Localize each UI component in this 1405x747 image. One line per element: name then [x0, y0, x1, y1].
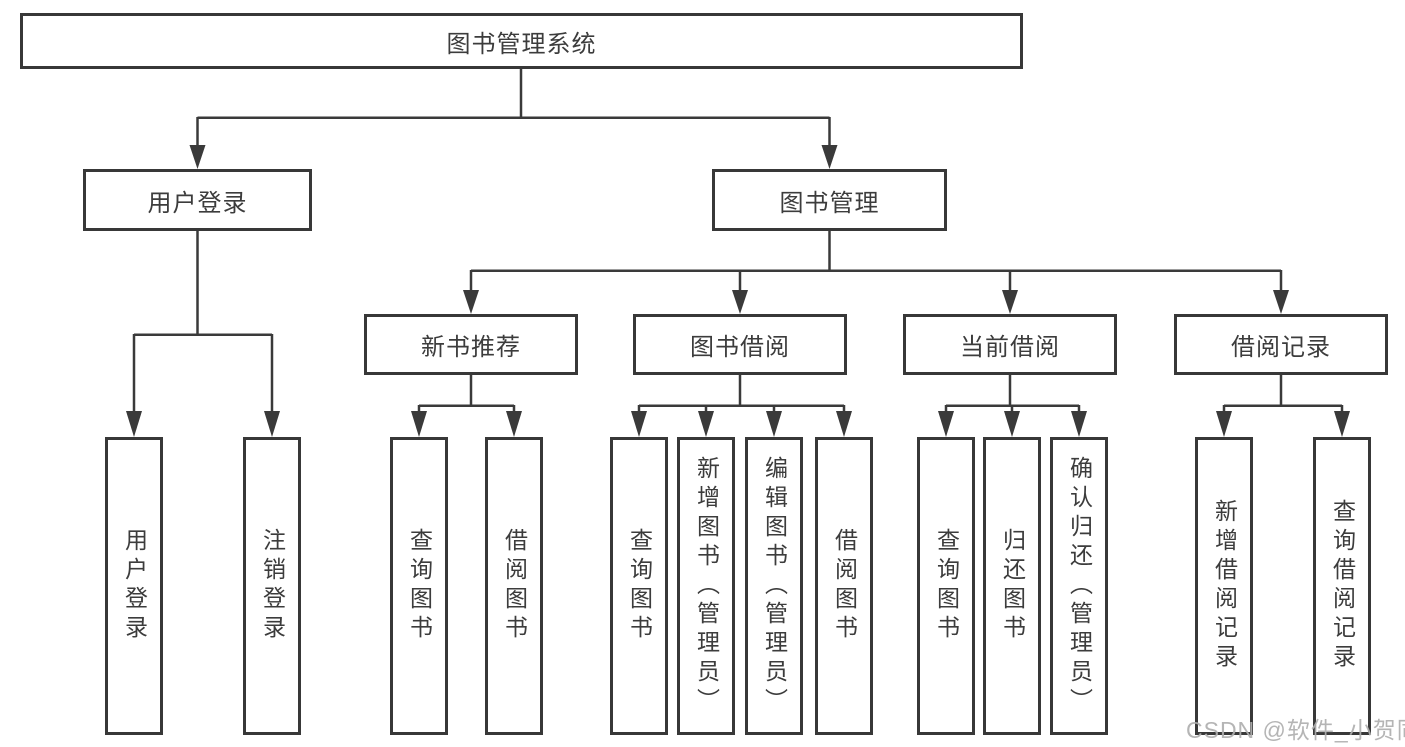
leaf-return-books: 归还图书 [983, 437, 1041, 735]
leaf-add-books-admin: 新增图书（管理员） [677, 437, 735, 735]
leaf-query-borrow-record: 查询借阅记录 [1313, 437, 1371, 735]
leaf-query-books-borrow: 查询图书 [610, 437, 668, 735]
leaf-user-login: 用户登录 [105, 437, 163, 735]
node-label: 图书管理 [779, 189, 880, 217]
leaf-borrow-books: 借阅图书 [815, 437, 873, 735]
node-book-management: 图书管理 [712, 169, 947, 231]
leaf-label: 用户登录 [121, 528, 148, 644]
leaf-label: 确认归还（管理员） [1066, 455, 1093, 717]
node-label: 图书借阅 [690, 334, 790, 361]
leaf-label: 归还图书 [999, 528, 1026, 644]
node-label: 新书推荐 [421, 334, 521, 361]
leaf-edit-books-admin: 编辑图书（管理员） [745, 437, 803, 735]
leaf-logout: 注销登录 [243, 437, 301, 735]
leaf-label: 新增图书（管理员） [693, 455, 720, 717]
node-label: 图书管理系统 [446, 30, 597, 58]
node-current-borrowing: 当前借阅 [903, 314, 1117, 375]
leaf-query-books-recommend: 查询图书 [390, 437, 448, 735]
arrowhead-icons [126, 145, 1350, 437]
node-new-book-recommendation: 新书推荐 [364, 314, 578, 375]
leaf-label: 编辑图书（管理员） [761, 455, 788, 717]
node-label: 借阅记录 [1231, 334, 1331, 361]
leaf-label: 查询图书 [406, 528, 433, 644]
leaf-borrow-books-recommend: 借阅图书 [485, 437, 543, 735]
node-book-borrowing: 图书借阅 [633, 314, 847, 375]
leaf-label: 查询借阅记录 [1329, 499, 1356, 673]
node-label: 当前借阅 [960, 334, 1060, 361]
leaf-label: 新增借阅记录 [1211, 499, 1238, 673]
leaf-label: 查询图书 [626, 528, 653, 644]
leaf-label: 查询图书 [933, 528, 960, 644]
leaf-label: 注销登录 [259, 528, 286, 644]
leaf-label: 借阅图书 [501, 528, 528, 644]
node-label: 用户登录 [147, 189, 248, 217]
node-library-management-system: 图书管理系统 [20, 13, 1023, 69]
leaf-confirm-return-admin: 确认归还（管理员） [1050, 437, 1108, 735]
node-user-login: 用户登录 [83, 169, 312, 231]
node-borrowing-records: 借阅记录 [1174, 314, 1388, 375]
csdn-watermark: CSDN @软件_小贺同学 [1186, 717, 1405, 743]
leaf-query-books-current: 查询图书 [917, 437, 975, 735]
leaf-label: 借阅图书 [831, 528, 858, 644]
leaf-add-borrow-record: 新增借阅记录 [1195, 437, 1253, 735]
